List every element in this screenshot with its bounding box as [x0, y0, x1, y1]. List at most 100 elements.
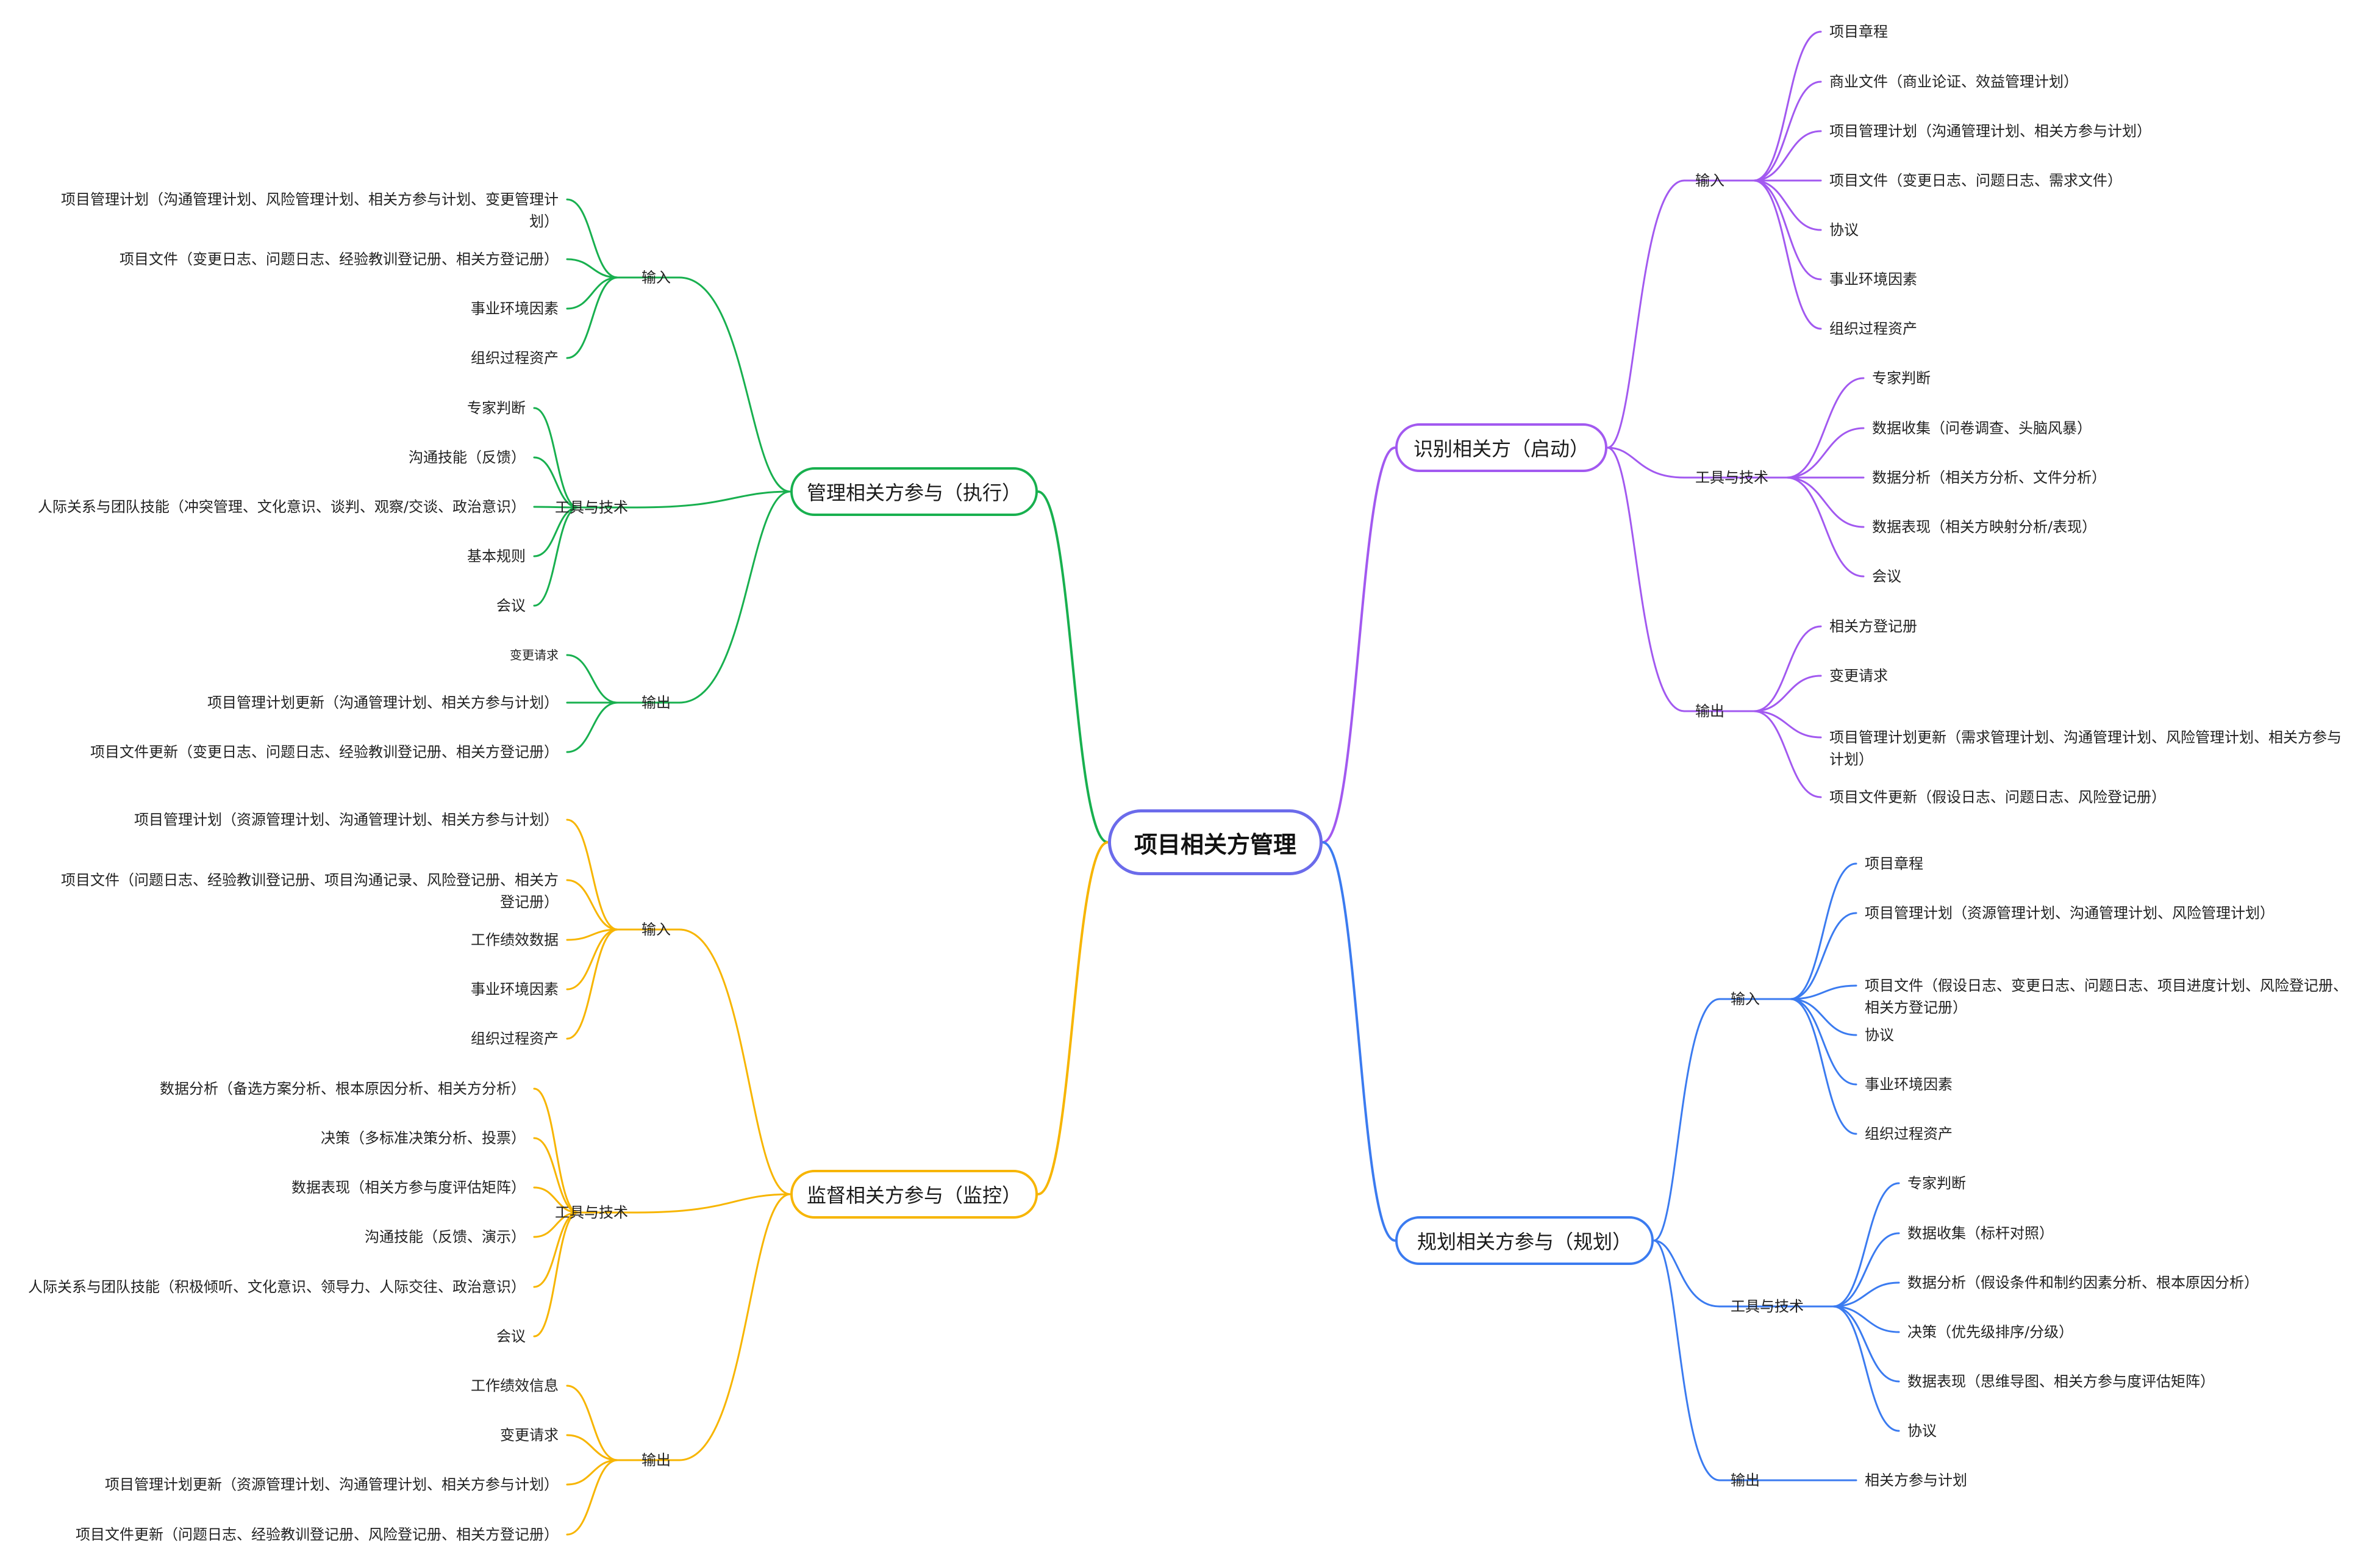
plan-leaf-connector: [1789, 998, 1857, 1135]
monitor-1-leaf-item[interactable]: 会议: [496, 1328, 526, 1345]
plan-leaf-connector: [1832, 1281, 1900, 1308]
manage-2-leaf-item[interactable]: 变更请求: [510, 648, 559, 662]
identify-branch-connector: [1321, 446, 1396, 844]
identify-group-0-label[interactable]: 输入: [1695, 172, 1724, 189]
identify-leaf-connector: [1753, 81, 1822, 182]
identify-0-leaf-item[interactable]: 组织过程资产: [1829, 320, 1917, 337]
identify-1-leaf-item[interactable]: 专家判断: [1872, 370, 1931, 387]
plan-0-leaf-item[interactable]: 组织过程资产: [1865, 1125, 1953, 1142]
monitor-0-leaf-item[interactable]: 事业环境因素: [471, 981, 559, 998]
identify-2-leaf-item[interactable]: 相关方登记册: [1829, 618, 1917, 635]
monitor-leaf-connector: [533, 1137, 579, 1214]
monitor-2-leaf-item[interactable]: 变更请求: [500, 1427, 559, 1444]
root-topic[interactable]: 项目相关方管理: [1108, 809, 1323, 875]
monitor-0-leaf-item[interactable]: 组织过程资产: [471, 1030, 559, 1047]
manage-1-leaf-item[interactable]: 沟通技能（反馈）: [409, 449, 526, 466]
identify-1-leaf-item[interactable]: 数据收集（问卷调查、头脑风暴）: [1872, 420, 2092, 437]
manage-1-leaf-item[interactable]: 基本规则: [467, 548, 526, 565]
monitor-leaf-connector: [533, 1211, 579, 1338]
manage-0-leaf-item[interactable]: 组织过程资产: [471, 349, 559, 367]
monitor-1-leaf-item[interactable]: 决策（多标准决策分析、投票）: [321, 1130, 526, 1147]
plan-leaf-connector: [1789, 998, 1857, 1086]
manage-2-leaf-item[interactable]: 项目文件更新（变更日志、问题日志、经验教训登记册、相关方登记册）: [90, 743, 559, 761]
plan-2-leaf-item[interactable]: 相关方参与计划: [1865, 1472, 1967, 1489]
manage-0-leaf-item[interactable]: 事业环境因素: [471, 300, 559, 317]
manage-0-leaf-item[interactable]: 项目文件（变更日志、问题日志、经验教训登记册、相关方登记册）: [120, 251, 559, 268]
plan-1-leaf-item[interactable]: 数据收集（标杆对照）: [1907, 1225, 2054, 1242]
manage-1-leaf-item[interactable]: 专家判断: [467, 399, 526, 417]
identify-0-leaf-item[interactable]: 项目文件（变更日志、问题日志、需求文件）: [1829, 172, 2122, 189]
monitor-1-leaf-item[interactable]: 沟通技能（反馈、演示）: [365, 1228, 526, 1245]
monitor-2-leaf-item[interactable]: 项目文件更新（问题日志、经验教训登记册、风险登记册、相关方登记册）: [76, 1526, 559, 1543]
identify-group-1-label[interactable]: 工具与技术: [1695, 469, 1768, 486]
topic-monitor[interactable]: 监督相关方参与（监控）: [790, 1170, 1038, 1219]
identify-2-leaf-item[interactable]: 项目文件更新（假设日志、问题日志、风险登记册）: [1829, 789, 2166, 806]
plan-1-leaf-item[interactable]: 数据分析（假设条件和制约因素分析、根本原因分析）: [1907, 1274, 2259, 1291]
identify-0-leaf-item[interactable]: 项目章程: [1829, 23, 1888, 40]
identify-leaf-connector: [1753, 710, 1822, 739]
manage-group-0-label[interactable]: 输入: [641, 269, 671, 286]
identify-leaf-connector: [1785, 377, 1865, 479]
identify-0-leaf-item[interactable]: 项目管理计划（沟通管理计划、相关方参与计划）: [1829, 123, 2151, 140]
plan-leaf-connector: [1832, 1182, 1900, 1308]
monitor-leaf-connector: [533, 1211, 579, 1238]
monitor-1-leaf-item[interactable]: 数据分析（备选方案分析、根本原因分析、相关方分析）: [160, 1080, 526, 1097]
monitor-leaf-connector: [566, 879, 619, 931]
plan-group-1-label[interactable]: 工具与技术: [1731, 1298, 1804, 1315]
monitor-1-leaf-item[interactable]: 数据表现（相关方参与度评估矩阵）: [291, 1179, 526, 1196]
plan-0-leaf-item[interactable]: 项目管理计划（资源管理计划、沟通管理计划、风险管理计划）: [1865, 905, 2275, 922]
monitor-1-leaf-item[interactable]: 人际关系与团队技能（积极倾听、文化意识、领导力、人际交往、政治意识）: [28, 1278, 526, 1295]
monitor-group-1-label[interactable]: 工具与技术: [555, 1204, 628, 1221]
manage-group-1-label[interactable]: 工具与技术: [555, 499, 628, 516]
plan-1-leaf-item[interactable]: 专家判断: [1907, 1175, 1966, 1192]
manage-group-connector: [635, 490, 792, 509]
plan-0-leaf-item[interactable]: 项目文件（假设日志、变更日志、问题日志、项目进度计划、风险登记册、相关方登记册）: [1865, 977, 2348, 1016]
manage-1-leaf-item[interactable]: 人际关系与团队技能（冲突管理、文化意识、谈判、观察/交谈、政治意识）: [37, 498, 526, 515]
identify-group-2-label[interactable]: 输出: [1695, 703, 1724, 720]
identify-0-leaf-item[interactable]: 事业环境因素: [1829, 271, 1917, 288]
identify-0-leaf-item[interactable]: 商业文件（商业论证、效益管理计划）: [1829, 73, 2078, 90]
identify-1-leaf-item[interactable]: 数据表现（相关方映射分析/表现）: [1872, 518, 2097, 536]
topic-identify[interactable]: 识别相关方（启动）: [1395, 423, 1607, 472]
topic-plan[interactable]: 规划相关方参与（规划）: [1395, 1216, 1654, 1265]
manage-0-leaf-item[interactable]: 项目管理计划（沟通管理计划、风险管理计划、相关方参与计划、变更管理计划）: [61, 191, 559, 230]
monitor-leaf-connector: [566, 1459, 619, 1536]
monitor-group-0-label[interactable]: 输入: [641, 921, 671, 938]
identify-1-leaf-item[interactable]: 数据分析（相关方分析、文件分析）: [1872, 469, 2106, 486]
plan-1-leaf-item[interactable]: 协议: [1907, 1422, 1937, 1439]
plan-1-leaf-item[interactable]: 数据表现（思维导图、相关方参与度评估矩阵）: [1907, 1373, 2215, 1390]
topic-manage[interactable]: 管理相关方参与（执行）: [790, 467, 1038, 516]
monitor-0-leaf-item[interactable]: 工作绩效数据: [471, 931, 559, 948]
plan-0-leaf-item[interactable]: 事业环境因素: [1865, 1076, 1953, 1093]
monitor-leaf-connector: [533, 1087, 579, 1214]
monitor-group-connector: [678, 1193, 792, 1461]
plan-0-leaf-item[interactable]: 协议: [1865, 1026, 1894, 1044]
plan-group-connector: [1653, 998, 1721, 1242]
plan-1-leaf-item[interactable]: 决策（优先级排序/分级）: [1907, 1324, 2074, 1341]
plan-0-leaf-item[interactable]: 项目章程: [1865, 855, 1923, 872]
monitor-leaf-connector: [533, 1211, 579, 1288]
monitor-0-leaf-item[interactable]: 项目管理计划（资源管理计划、沟通管理计划、相关方参与计划）: [134, 811, 559, 828]
identify-leaf-connector: [1753, 179, 1822, 281]
identify-leaf-connector: [1753, 675, 1822, 712]
plan-group-0-label[interactable]: 输入: [1731, 991, 1760, 1008]
manage-2-leaf-item[interactable]: 项目管理计划更新（沟通管理计划、相关方参与计划）: [207, 694, 559, 711]
identify-group-connector: [1606, 446, 1685, 712]
monitor-2-leaf-item[interactable]: 工作绩效信息: [471, 1377, 559, 1394]
plan-leaf-connector: [1789, 998, 1857, 1036]
identify-0-leaf-item[interactable]: 协议: [1829, 221, 1859, 238]
identify-2-leaf-item[interactable]: 变更请求: [1829, 667, 1888, 684]
identify-2-leaf-item[interactable]: 项目管理计划更新（需求管理计划、沟通管理计划、风险管理计划、相关方参与计划）: [1829, 729, 2342, 768]
monitor-2-leaf-item[interactable]: 项目管理计划更新（资源管理计划、沟通管理计划、相关方参与计划）: [105, 1476, 559, 1493]
monitor-0-leaf-item[interactable]: 项目文件（问题日志、经验教训登记册、项目沟通记录、风险登记册、相关方登记册）: [61, 872, 559, 911]
plan-group-2-label[interactable]: 输出: [1731, 1472, 1760, 1489]
monitor-leaf-connector: [566, 928, 619, 991]
identify-1-leaf-item[interactable]: 会议: [1872, 568, 1901, 585]
manage-1-leaf-item[interactable]: 会议: [496, 597, 526, 614]
monitor-leaf-connector: [533, 1186, 579, 1214]
monitor-group-2-label[interactable]: 输出: [641, 1452, 671, 1469]
manage-group-2-label[interactable]: 输出: [641, 694, 671, 711]
identify-leaf-connector: [1753, 179, 1822, 330]
